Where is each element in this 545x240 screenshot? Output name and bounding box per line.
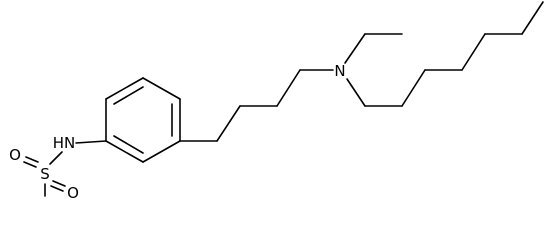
heptyl-bond-7: [521, 1, 544, 35]
sulfonamide-nh-label: HN: [53, 134, 76, 152]
oxygen-lower-label: O: [67, 184, 79, 202]
ring-inner-1: [113, 135, 144, 154]
ring-bond-1: [105, 140, 144, 163]
ring-bond-4: [142, 77, 181, 100]
ring-inner-3: [113, 86, 144, 105]
bond-s-o-upper-a: [23, 161, 37, 168]
atom-labels: S O O HN N: [9, 62, 346, 202]
amine-n-label: N: [334, 62, 345, 80]
chain-bond-2: [216, 105, 241, 142]
sulfur-label: S: [40, 165, 50, 183]
bond-s-o-lower-b: [50, 185, 64, 192]
ring-bond-2: [142, 140, 181, 163]
bond-s-nh: [49, 151, 63, 165]
bond-lines: [23, 1, 544, 197]
heptyl-bond-3: [401, 69, 426, 107]
heptyl-bond-1: [346, 78, 366, 107]
structure-diagram: S O O HN N: [9, 1, 544, 202]
bond-nh-ring: [75, 140, 107, 144]
heptyl-bond-5: [461, 33, 486, 71]
ring-bond-5: [105, 77, 144, 100]
chain-bond-4: [276, 69, 301, 107]
bond-s-o-upper-b: [25, 156, 39, 163]
oxygen-upper-label: O: [9, 146, 21, 164]
ethyl-bond-1: [344, 33, 366, 64]
bond-s-o-lower-a: [52, 180, 66, 187]
